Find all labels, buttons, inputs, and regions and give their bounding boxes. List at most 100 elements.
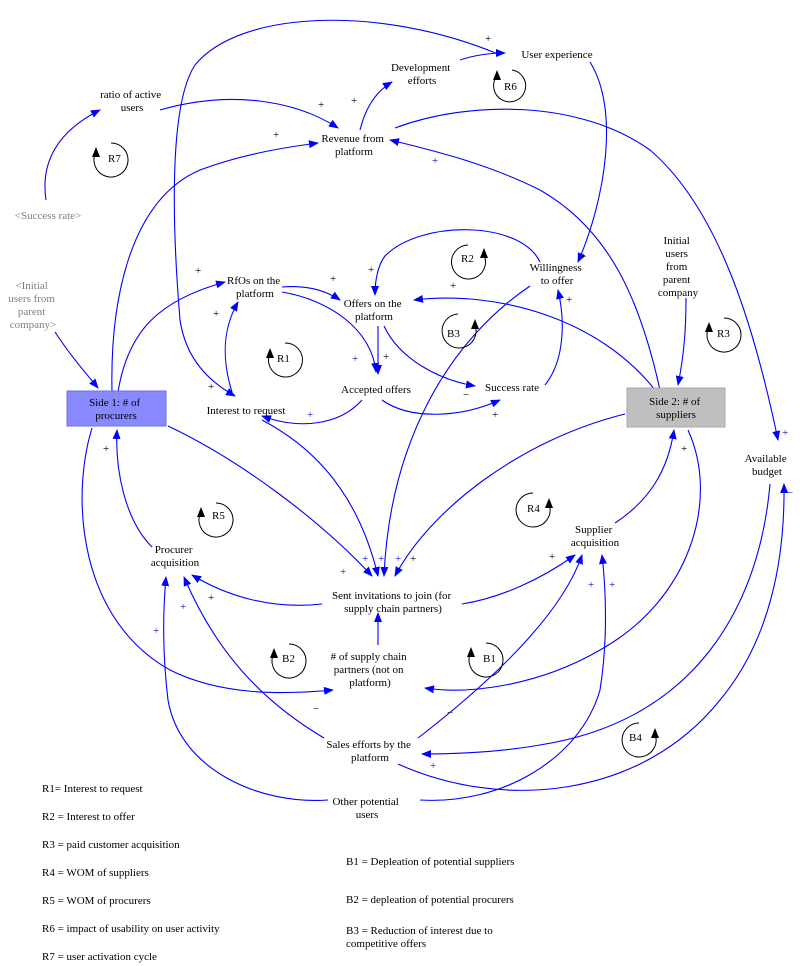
link-rfos-to-offers: [281, 286, 341, 301]
link-userexp-to-willingness: [577, 61, 608, 263]
polarity-rfos-accepted: +: [352, 353, 358, 365]
loop-r3: R3: [705, 317, 742, 353]
link-rfos-to-accepted: [281, 291, 380, 373]
polarity-side1-sent: +: [340, 566, 346, 578]
polarity-side2-offers: +: [450, 280, 456, 292]
link-revenue-to-budget: [394, 108, 781, 441]
node-initial-users-parent: Initial users from parent company: [658, 235, 699, 299]
link-side1-to-sent: [167, 425, 373, 577]
node-side2-suppliers: Side 2: # of suppliers: [626, 387, 726, 428]
polarity-procureracq-side1: +: [103, 443, 109, 455]
polarity-revenue-budget: +: [782, 427, 788, 439]
link-userexp-to-interest-request: [173, 19, 499, 397]
polarity-budget-sales: +: [430, 760, 436, 772]
links: [44, 19, 789, 802]
node-rfos: RfOs on the platform: [227, 275, 283, 300]
polarity-interest-rfos: +: [213, 308, 219, 320]
link-side2-to-revenue: [389, 138, 661, 391]
svg-text:Side 2: # of suppliers: Side 2: # of suppliers: [649, 396, 703, 421]
node-interest-to-request: Interest to request: [207, 405, 286, 417]
loop-markers: R6 R7 R2 R1 B3 R3 R5 R4 B2 B1 B4: [92, 69, 742, 758]
legend-b2: B2 = depleation of potential procurers: [346, 894, 514, 906]
svg-text:B2: B2: [282, 653, 295, 665]
link-sent-to-procurer-acq: [191, 574, 323, 606]
link-sales-to-procurer-acq: [183, 576, 325, 739]
link-other-to-supplier-acq: [419, 554, 607, 801]
node-supplier-acquisition: Supplier acquisition: [571, 524, 620, 549]
node-side1-procurers: Side 1: # of procurers: [66, 390, 167, 427]
svg-text:R3: R3: [717, 328, 730, 340]
polarity-userexp-willingness: +: [580, 251, 586, 263]
polarity-successrate-willingness: +: [566, 294, 572, 306]
svg-text:B4: B4: [629, 732, 642, 744]
node-sent-invitations: Sent invitations to join (for supply cha…: [332, 590, 454, 615]
legend-b1: B1 = Depleation of potential suppliers: [346, 856, 514, 868]
loop-b3: B3: [441, 313, 479, 349]
link-success-shadow-to-ratio: [44, 109, 101, 201]
nodes: ratio of active users Revenue from platf…: [8, 49, 786, 821]
legend: R1= Interest to request R2 = Interest to…: [42, 783, 514, 963]
polarity-sales-budget: −: [787, 487, 793, 499]
node-ratio-active-users: ratio of active users: [100, 89, 164, 114]
link-sent-to-supplier-acq: [461, 554, 576, 605]
polarity-side2-sent: +: [395, 553, 401, 565]
link-development-to-userexp: [459, 49, 506, 61]
polarity-dev-userexp: +: [485, 33, 491, 45]
link-initial-shadow-to-side1: [54, 331, 99, 389]
link-side1-to-revenue: [111, 140, 319, 393]
node-success-rate: Success rate: [485, 382, 539, 394]
link-accepted-to-successrate: [381, 399, 501, 415]
svg-text:R1: R1: [277, 353, 290, 365]
legend-r5: R5 = WOM of procurers: [42, 895, 151, 907]
polarity-supplieracq-side2: +: [681, 443, 687, 455]
polarity-ratio-revenue: +: [318, 99, 324, 111]
polarity-accepted-interest: +: [307, 409, 313, 421]
loop-b2: B2: [270, 643, 307, 679]
polarity-side1-rfos: +: [195, 265, 201, 277]
svg-text:R6: R6: [504, 81, 517, 93]
polarity-other-procureracq: +: [153, 625, 159, 637]
legend-r4: R4 = WOM of suppliers: [42, 867, 149, 879]
polarity-side2-partners: −: [447, 707, 453, 719]
polarity-sent-procureracq: +: [208, 592, 214, 604]
polarity-userexp-interest: +: [208, 381, 214, 393]
node-supply-chain-partners: # of supply chain partners (not on platf…: [331, 651, 410, 689]
svg-text:R4: R4: [527, 503, 540, 515]
link-successrate-to-willingness: [544, 289, 564, 386]
node-procurer-acquisition: Procurer acquisition: [151, 544, 200, 569]
link-ratio-to-revenue: [159, 98, 339, 129]
legend-b3-line2: competitive offers: [346, 938, 426, 950]
link-sales-to-supplier-acq: [417, 554, 583, 739]
legend-r3: R3 = paid customer acquisition: [42, 839, 180, 851]
link-procurer-acq-to-side1: [112, 429, 153, 548]
loop-r5: R5: [197, 502, 234, 538]
side1-box: [66, 390, 167, 427]
loop-r7: R7: [92, 142, 129, 178]
link-side2-to-offers: [413, 294, 656, 391]
node-willingness: Willingness to offer: [530, 262, 585, 287]
polarity-side2-revenue: +: [432, 155, 438, 167]
link-side2-to-sent: [394, 413, 626, 577]
link-side1-to-rfos: [117, 280, 226, 393]
link-supplier-acq-to-side2: [614, 429, 677, 524]
polarity-offers-success: −: [463, 389, 469, 401]
polarity-willingness-offers: +: [368, 264, 374, 276]
link-budget-to-sales: [421, 483, 771, 758]
node-offers: Offers on the platform: [344, 298, 405, 323]
link-sales-to-budget: [397, 483, 789, 791]
loop-r2: R2: [451, 244, 488, 280]
link-side2-to-partners: [424, 429, 701, 694]
svg-text:Side 1: # of procurers: Side 1: # of procurers: [89, 397, 143, 422]
polarity-sent-supplieracq: +: [549, 551, 555, 563]
node-sales-efforts: Sales efforts by the platform: [326, 739, 413, 764]
loop-r6: R6: [493, 69, 527, 103]
loop-r4: R4: [515, 492, 553, 528]
link-interest-to-sent: [261, 419, 380, 577]
node-development-efforts: Development efforts: [391, 62, 453, 87]
polarity-accepted-success: +: [492, 409, 498, 421]
polarity-side2-sent-2: +: [410, 553, 416, 565]
node-success-rate-shadow: <Success rate>: [15, 210, 81, 222]
node-revenue: Revenue from platform: [321, 133, 386, 158]
svg-text:R5: R5: [212, 510, 225, 522]
link-revenue-to-development: [359, 81, 393, 131]
